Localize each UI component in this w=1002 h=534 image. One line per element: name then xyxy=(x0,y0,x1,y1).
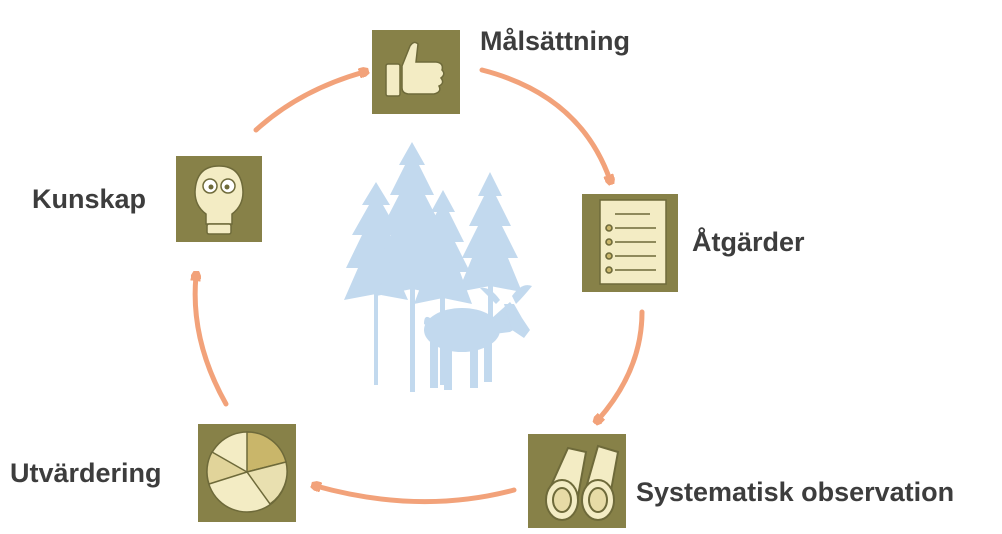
thumbs-up-icon xyxy=(385,41,445,97)
lightbulb-icon xyxy=(194,165,244,235)
node-malsattning xyxy=(372,30,460,114)
arrow-atgarder-to-systematisk xyxy=(598,309,645,420)
cycle-arrows xyxy=(195,67,645,505)
node-atgarder xyxy=(582,194,678,292)
tree-icon xyxy=(458,172,522,330)
arrow-malsattning-to-atgarder xyxy=(479,67,610,180)
node-utvardering xyxy=(198,424,296,522)
arrow-systematisk-to-utvardering xyxy=(316,486,517,505)
checklist-icon xyxy=(599,199,667,285)
binoculars-icon xyxy=(545,444,620,521)
node-label-kunskap: Kunskap xyxy=(32,184,147,214)
node-kunskap xyxy=(176,156,262,242)
arrow-utvardering-to-kunskap xyxy=(195,276,229,407)
arrow-kunskap-to-malsattning xyxy=(253,72,364,133)
node-label-systematisk-observation: Systematisk observation xyxy=(636,477,955,507)
forest-moose-illustration xyxy=(344,142,532,392)
moose-icon xyxy=(424,285,532,390)
node-label-atgarder: Åtgärder xyxy=(692,227,805,257)
node-systematisk xyxy=(528,434,626,528)
node-label-utvardering: Utvärdering xyxy=(10,458,162,488)
pie-chart-icon xyxy=(206,431,288,513)
node-label-malsattning: Målsättning xyxy=(480,26,631,56)
